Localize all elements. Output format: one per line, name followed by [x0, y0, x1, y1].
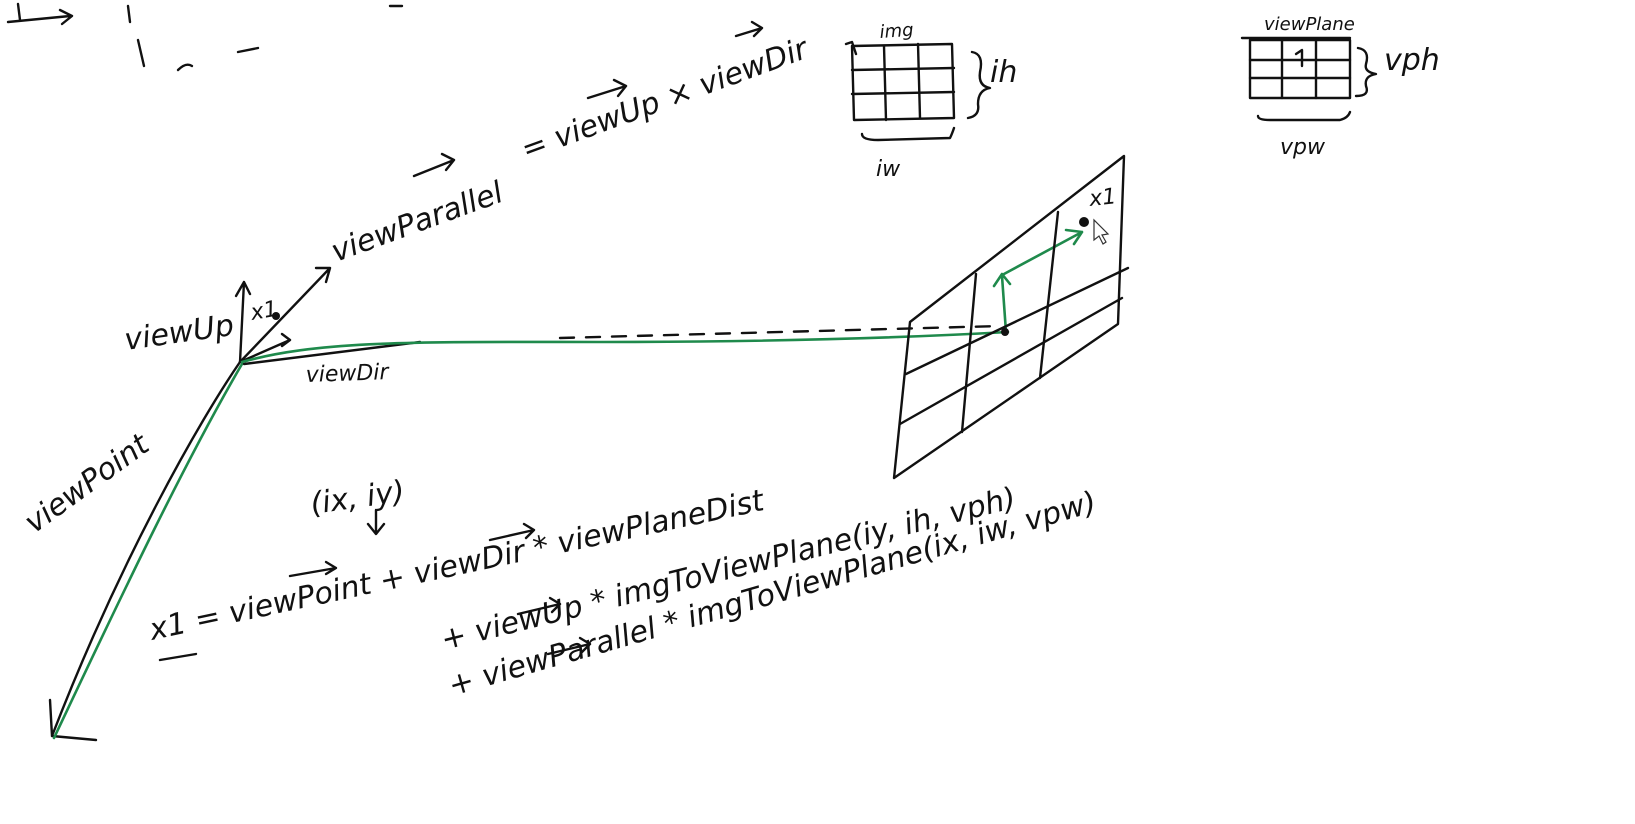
label-vph: vph [1384, 43, 1440, 78]
img-grid [844, 40, 992, 142]
center-dot [1001, 328, 1009, 336]
formula-line-3: + viewParallel * imgToViewPlane(ix, iw, … [445, 485, 1101, 704]
offset-to-x1 [992, 272, 1012, 334]
label-img: img [879, 20, 914, 43]
viewpoint-green-path [52, 362, 244, 740]
label-view-up: viewUp [122, 308, 236, 358]
view-ray-green [240, 330, 1010, 364]
eye-axes [234, 266, 422, 366]
label-x1-eye: x1 [248, 297, 280, 326]
label-x1-plane: x1 [1087, 184, 1117, 212]
label-view-point: viewPoint [18, 426, 157, 540]
x1-dot [1079, 217, 1089, 227]
label-vpw: vpw [1280, 135, 1326, 160]
viewpoint-vector [48, 360, 242, 742]
label-ix-iy: (ix, iy) [308, 474, 407, 522]
view-ray-dashed [558, 324, 1002, 340]
label-ih: ih [990, 55, 1017, 90]
formula-arrows [158, 20, 764, 662]
viewplane-grid [1240, 36, 1378, 122]
label-view-plane: viewPlane [1264, 14, 1355, 35]
offset-to-x1-parallel [1002, 228, 1084, 276]
label-iw: iw [876, 157, 901, 182]
mouse-cursor-icon [1093, 218, 1110, 245]
label-view-parallel-def: = viewUp × viewDir [517, 31, 814, 168]
label-view-parallel: viewParallel [327, 175, 508, 270]
label-view-dir: viewDir [305, 360, 391, 388]
top-left-scribbles [6, 2, 404, 72]
view-plane-grid [892, 154, 1130, 480]
